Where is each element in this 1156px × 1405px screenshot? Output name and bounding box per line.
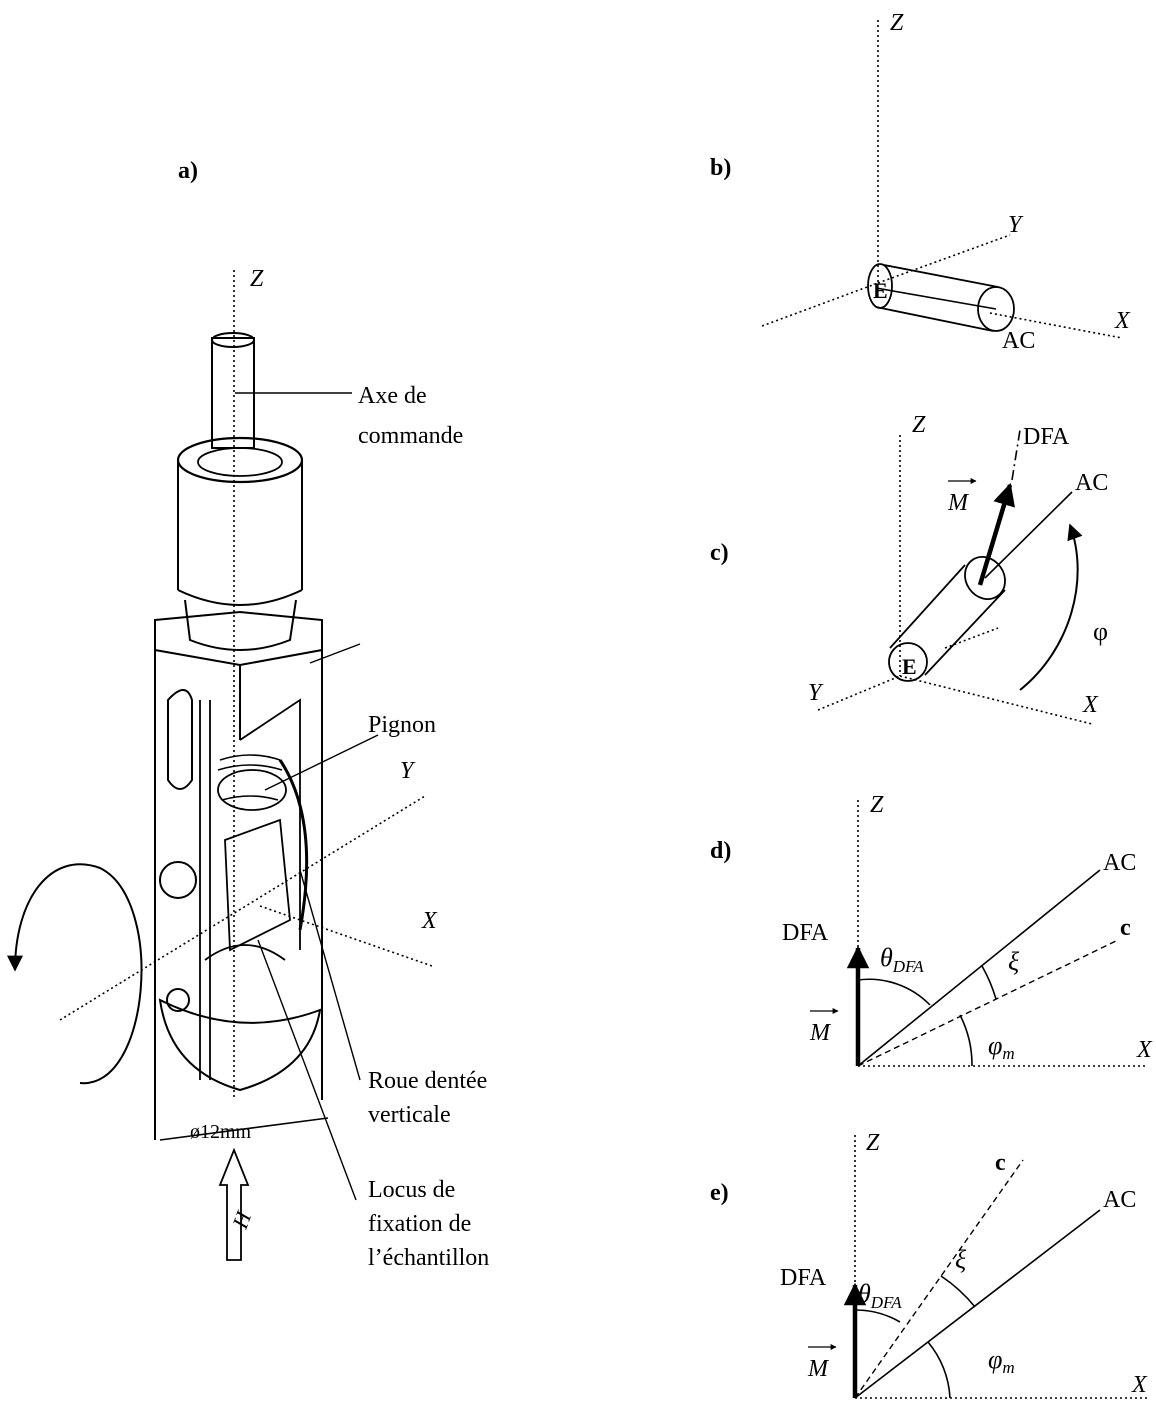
- panel-a-y-label: Y: [400, 758, 416, 784]
- panel-e-c-axis: [854, 1159, 1024, 1399]
- panel-d-ac-label: AC: [1103, 850, 1136, 876]
- panel-c: c) Z Y X AC DFA M φ E: [710, 412, 1108, 725]
- panel-e-ac-axis: [854, 1209, 1101, 1399]
- panel-c-z-label: Z: [912, 412, 926, 438]
- panel-c-dfa-label: DFA: [1023, 424, 1070, 450]
- panel-c-x-axis: [899, 675, 1093, 725]
- panel-e-m-label: M: [807, 1356, 830, 1382]
- upper-collar: [176, 436, 304, 651]
- panel-d-tag: d): [710, 838, 731, 864]
- panel-d-c-label: c: [1120, 915, 1131, 941]
- panel-c-x-label: X: [1082, 692, 1099, 718]
- panel-b-y-label: Y: [1008, 212, 1024, 238]
- panel-d-xi-arc: [981, 965, 997, 1000]
- panel-c-ac-axis: [984, 491, 1073, 579]
- panel-a-x-label: X: [421, 908, 438, 934]
- panel-e-xi-label: ξ: [955, 1245, 967, 1274]
- panel-c-m-label: M: [947, 490, 970, 516]
- callout-locus-line2: fixation de: [368, 1211, 471, 1237]
- callout-line-roue: [299, 869, 361, 1081]
- panel-b-x-label: X: [1114, 308, 1131, 334]
- panel-d-z-label: Z: [870, 792, 884, 818]
- panel-e-phi-label: φm: [988, 1345, 1015, 1377]
- panel-b-y-axis: [877, 234, 1011, 284]
- panel-a-z-label: Z: [250, 266, 264, 292]
- rotation-arrow: [7, 863, 143, 1085]
- callout-line-pignon: [264, 734, 379, 791]
- panel-a-y-axis: [59, 795, 426, 1021]
- panel-c-phi-arc: [1019, 523, 1083, 691]
- panel-b-sample-label: E: [873, 278, 888, 303]
- callout-axe-line1: Axe de: [358, 383, 427, 409]
- panel-a-x-axis: [259, 905, 433, 967]
- callout-axe-line2: commande: [358, 423, 463, 449]
- callout-roue-line2: verticale: [368, 1102, 451, 1128]
- callout-line-top: [309, 643, 361, 664]
- panel-d-dfa-label: DFA: [782, 920, 829, 946]
- panel-c-dfa-axis: [1011, 429, 1021, 481]
- callout-pignon: Pignon: [368, 712, 436, 738]
- panel-b-z-label: Z: [890, 10, 904, 36]
- panel-c-phi-label: φ: [1093, 617, 1108, 646]
- panel-a: a) Z: [7, 158, 489, 1271]
- panel-d-theta-label: θDFA: [880, 943, 924, 976]
- panel-e-c-label: c: [995, 1150, 1006, 1176]
- panel-d: d) Z X AC c DFA M θDFA ξ φm: [710, 792, 1153, 1067]
- field-h-arrow: H: [218, 1147, 257, 1261]
- callout-locus-line3: l’échantillon: [368, 1245, 489, 1271]
- panel-b-cylinder: [867, 263, 1015, 332]
- panel-c-tag: c): [710, 540, 729, 566]
- panel-e-xi-arc: [940, 1275, 976, 1308]
- panel-d-m-label: M: [809, 1020, 832, 1046]
- panel-e-dfa-label: DFA: [780, 1265, 827, 1291]
- panel-d-x-label: X: [1136, 1037, 1153, 1063]
- panel-a-tag: a): [178, 158, 198, 184]
- panel-b: b) Z Y X E AC: [710, 10, 1131, 354]
- panel-d-xi-label: ξ: [1008, 947, 1020, 976]
- panel-e-z-label: Z: [866, 1130, 880, 1156]
- panel-c-y-label: Y: [808, 680, 824, 706]
- panel-e-theta-label: θDFA: [858, 1279, 902, 1312]
- callout-locus-line1: Locus de: [368, 1177, 455, 1203]
- panel-d-phi-label: φm: [988, 1031, 1015, 1063]
- panel-b-ac-label: AC: [1002, 328, 1035, 354]
- control-rod: [211, 332, 255, 449]
- panel-e-x-label: X: [1131, 1372, 1148, 1398]
- panel-e-phi-arc: [927, 1341, 951, 1399]
- dimension-label: ø12mm: [190, 1121, 252, 1143]
- panel-c-ac-label: AC: [1075, 470, 1108, 496]
- panel-c-y-axis: [817, 675, 901, 711]
- panel-d-c-axis: [857, 939, 1119, 1067]
- panel-d-ac-axis: [857, 869, 1101, 1067]
- panel-b-axis-neg: [761, 282, 879, 327]
- panel-c-cylinder: [888, 556, 1006, 682]
- callout-line-locus: [257, 939, 357, 1201]
- panel-b-tag: b): [710, 155, 731, 181]
- panel-e-ac-label: AC: [1103, 1187, 1136, 1213]
- panel-e: e) Z X AC c DFA M θDFA ξ φm: [710, 1130, 1148, 1399]
- panel-d-theta-arc: [857, 978, 931, 1006]
- callout-roue-line1: Roue dentée: [368, 1068, 487, 1094]
- panel-b-x-axis: [989, 312, 1123, 339]
- panel-c-m-vector: [977, 482, 1015, 586]
- panel-e-tag: e): [710, 1180, 729, 1206]
- panel-e-theta-arc: [854, 1309, 901, 1323]
- panel-d-phi-arc: [959, 1014, 973, 1067]
- panel-c-sample-label: E: [902, 654, 917, 679]
